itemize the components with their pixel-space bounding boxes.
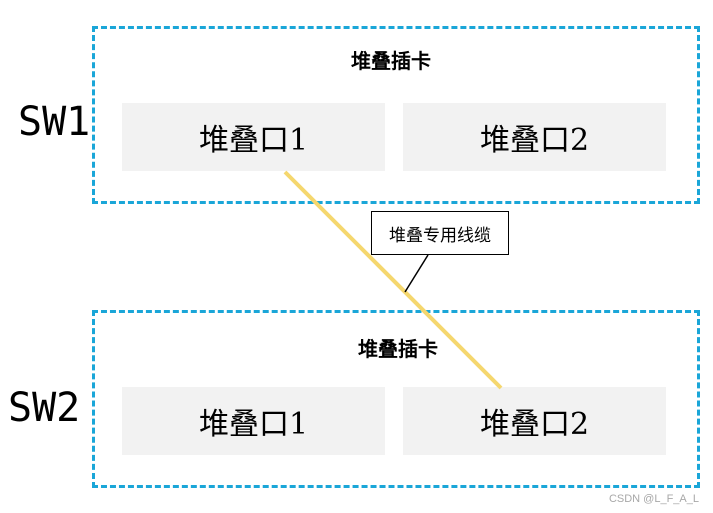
stack-cable-line bbox=[283, 170, 503, 390]
switch-sw1-stack-card: 堆叠插卡 堆叠口1 堆叠口2 bbox=[92, 26, 700, 204]
cable-callout-label: 堆叠专用线缆 bbox=[371, 211, 509, 255]
sw1-stack-port-1: 堆叠口1 bbox=[122, 103, 385, 171]
switch-label-sw1: SW1 bbox=[18, 99, 91, 145]
switch-label-sw2: SW2 bbox=[8, 385, 81, 431]
stack-card-title: 堆叠插卡 bbox=[358, 337, 438, 361]
switch-sw2-stack-card: 堆叠插卡 堆叠口1 堆叠口2 bbox=[92, 310, 700, 488]
callout-leader-line bbox=[404, 254, 429, 293]
sw2-stack-port-1: 堆叠口1 bbox=[122, 387, 385, 455]
watermark: CSDN @L_F_A_L bbox=[608, 493, 699, 505]
stack-card-title: 堆叠插卡 bbox=[351, 49, 431, 73]
sw1-stack-port-2: 堆叠口2 bbox=[403, 103, 666, 171]
sw2-stack-port-2: 堆叠口2 bbox=[403, 387, 666, 455]
